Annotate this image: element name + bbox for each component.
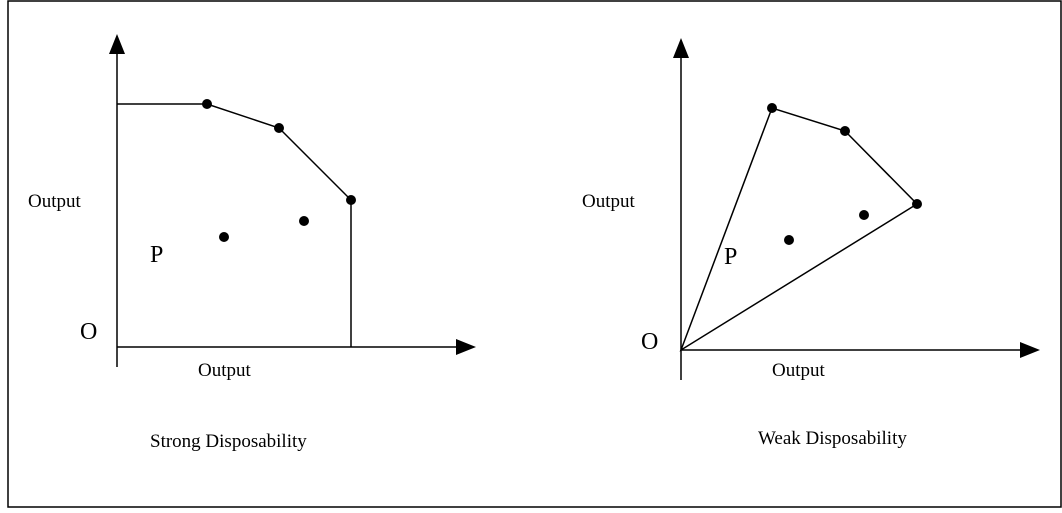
- origin-label: O: [641, 329, 658, 355]
- panel-caption: Weak Disposability: [758, 428, 907, 449]
- region-label: P: [150, 242, 163, 268]
- production-frontier: [117, 103, 352, 347]
- frontier-point: [346, 195, 356, 205]
- x-axis-arrowhead: [456, 339, 476, 355]
- y-axis-label: Output: [28, 191, 82, 212]
- y-axis-label: Output: [582, 191, 636, 212]
- frontier-point: [767, 103, 777, 113]
- interior-point: [219, 232, 229, 242]
- y-axis-arrowhead: [673, 38, 689, 58]
- frontier-point: [912, 199, 922, 209]
- interior-point: [784, 235, 794, 245]
- figure-frame: [7, 0, 1062, 508]
- frontier-point: [840, 126, 850, 136]
- y-axis-arrowhead: [109, 34, 125, 54]
- x-axis-label: Output: [198, 360, 252, 381]
- interior-point: [299, 216, 309, 226]
- strong-disposability-panel: Output Output O P Strong Disposability: [28, 34, 476, 452]
- production-set-boundary: [679, 107, 919, 352]
- region-label: P: [724, 244, 737, 270]
- weak-disposability-panel: Output Output O P Weak Disposability: [582, 38, 1040, 449]
- frontier-point: [274, 123, 284, 133]
- interior-point: [859, 210, 869, 220]
- frontier-point: [202, 99, 212, 109]
- x-axis-label: Output: [772, 360, 826, 381]
- x-axis-arrowhead: [1020, 342, 1040, 358]
- panel-caption: Strong Disposability: [150, 431, 307, 452]
- origin-label: O: [80, 319, 97, 345]
